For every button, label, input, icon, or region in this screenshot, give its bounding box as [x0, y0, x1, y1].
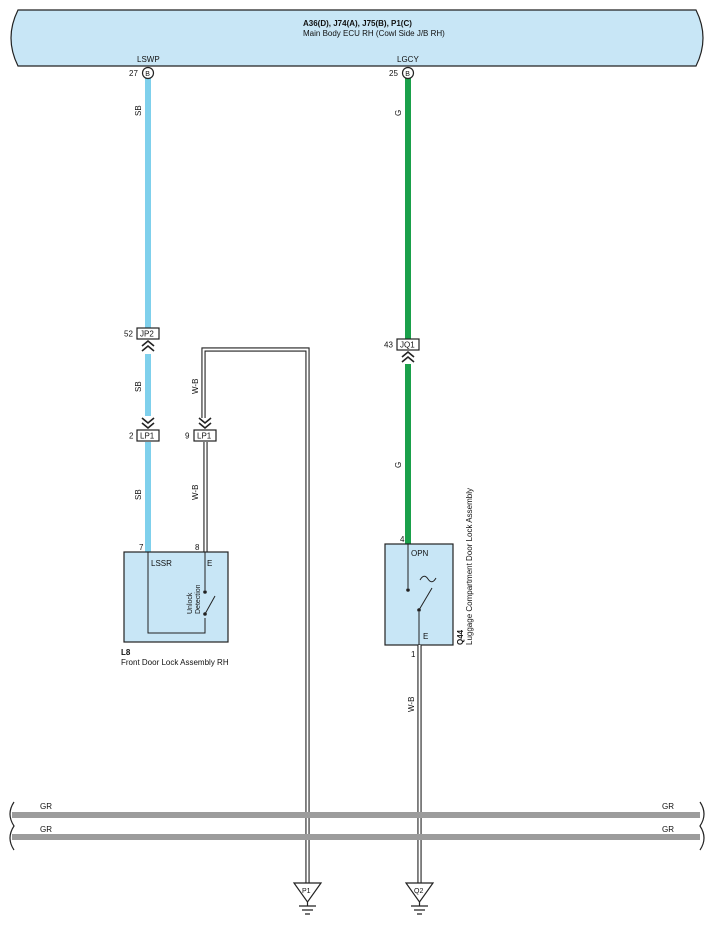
component-q44-name: Luggage Compartment Door Lock Assembly: [465, 488, 474, 645]
ecu-pin-27: B 27: [129, 66, 155, 80]
component-l8-pin-right: 8: [195, 543, 200, 552]
ground-p1-symbol: [299, 902, 316, 915]
gr-bus-right-break: [699, 801, 705, 851]
connector-lp1-pin2-label: LP1: [140, 432, 155, 441]
wire-wb-left-inner: [202, 348, 309, 883]
wire-sb-seg-3: [145, 442, 151, 552]
component-l8: 7 8 LSSR E Unlock Detection L8 Front Doo…: [121, 543, 229, 667]
wire-wb-label-1: W-B: [191, 379, 200, 394]
wire-sb-label-3: SB: [134, 489, 143, 500]
ground-p1-label: P1: [302, 888, 311, 895]
component-l8-switch-label-2: Detection: [195, 584, 202, 614]
wire-wb-left: W-B W-B: [191, 347, 310, 883]
connector-jq1-box: [396, 338, 420, 351]
connector-jp2-pin: 52: [124, 330, 133, 339]
gr-bus-label-left-1: GR: [40, 802, 52, 811]
ecu-pin-25-number: 25: [389, 69, 398, 78]
component-l8-terminal-right: E: [207, 559, 212, 568]
connector-jp2-box: [136, 327, 160, 340]
ground-q2-label: Q2: [414, 888, 423, 895]
component-q44: 4 OPN E 1 Q44 Luggage Compartment Door L…: [384, 488, 474, 659]
component-l8-pin-left: 7: [139, 543, 144, 552]
ecu-box: [10, 9, 704, 67]
component-l8-internal-wire: [147, 552, 206, 634]
gr-bus-label-right-1: GR: [662, 802, 674, 811]
connector-jq1-chevron: [401, 350, 415, 363]
connector-lp1-pin9-chevron: [198, 417, 212, 430]
component-q44-terminal-bottom: E: [423, 632, 428, 641]
wire-wb-label-3: W-B: [407, 697, 416, 712]
connector-lp1-pin9-pin: 9: [185, 432, 190, 441]
ground-q2: Q2: [404, 882, 435, 915]
component-q44-code: Q44: [456, 629, 465, 645]
connector-jq1: JQ1 43: [384, 338, 420, 363]
wire-sb-label-1: SB: [134, 105, 143, 116]
gr-bus-line-2: [12, 834, 700, 840]
wire-g-seg-1: [405, 78, 411, 339]
ground-q2-symbol: [411, 902, 428, 915]
ground-p1: P1: [292, 882, 323, 915]
connector-lp1-pin2-chevron: [141, 417, 155, 430]
ecu-pin-27-circle: [141, 66, 155, 80]
connector-lp1-pin2-box: [136, 429, 160, 442]
ecu-pin-27-number: 27: [129, 69, 138, 78]
connector-lp1-pin9: LP1 9: [185, 417, 217, 442]
component-l8-box: [123, 551, 229, 643]
wire-wb-label-2: W-B: [191, 485, 200, 500]
connector-jq1-pin: 43: [384, 341, 393, 350]
gr-bus-label-right-2: GR: [662, 825, 674, 834]
ecu-pin-25-circle: [401, 66, 415, 80]
component-l8-terminal-left: LSSR: [151, 559, 172, 568]
component-l8-switch-contact-top: [203, 590, 207, 594]
ecu-pin-lgcy-signal: LGCY: [397, 55, 419, 64]
wire-g-label-2: G: [394, 462, 403, 468]
component-q44-pin-top: 4: [400, 535, 405, 544]
ecu-pin-25: B 25: [389, 66, 415, 80]
ecu-connectors: A36(D), J74(A), J75(B), P1(C): [303, 19, 412, 28]
component-l8-switch-blade: [204, 595, 216, 615]
wire-wb-right: W-B: [407, 645, 422, 883]
component-l8-name: Front Door Lock Assembly RH: [121, 658, 229, 667]
gr-bus-label-left-2: GR: [40, 825, 52, 834]
ground-q2-triangle: [404, 882, 435, 904]
connector-lp1-pin9-box: [193, 429, 217, 442]
component-l8-switch-label-1: Unlock: [187, 592, 194, 614]
component-q44-switch-contact-top: [406, 588, 410, 592]
ecu-pin-lswp-signal: LSWP: [137, 55, 160, 64]
wire-sb-seg-2: [145, 354, 151, 416]
connector-jp2-chevron: [141, 339, 155, 352]
ecu-pin-27-code: B: [145, 71, 150, 78]
wire-g-label-1: G: [394, 110, 403, 116]
ecu-pin-25-code: B: [405, 71, 410, 78]
ground-p1-triangle: [292, 882, 323, 904]
connector-lp1-pin2: LP1 2: [129, 417, 160, 442]
component-q44-pin-bottom: 1: [411, 650, 416, 659]
gr-bus-left-break: [9, 801, 15, 851]
wire-g: G G: [394, 78, 411, 544]
connector-jq1-label: JQ1: [400, 341, 415, 350]
component-q44-wave-icon: [419, 575, 437, 583]
connector-jp2: JP2 52: [124, 327, 160, 352]
gr-bus-line-1: [12, 812, 700, 818]
gr-bus: GR GR GR GR: [9, 801, 705, 851]
component-q44-switch-blade: [418, 587, 433, 611]
ecu-block: A36(D), J74(A), J75(B), P1(C) Main Body …: [10, 9, 704, 67]
wire-g-seg-2: [405, 364, 411, 544]
connector-jp2-label: JP2: [140, 330, 154, 339]
wire-sb: SB SB SB: [134, 78, 151, 552]
ecu-name: Main Body ECU RH (Cowl Side J/B RH): [303, 29, 445, 38]
connector-lp1-pin2-pin: 2: [129, 432, 134, 441]
connector-lp1-pin9-label: LP1: [197, 432, 212, 441]
component-q44-terminal-top: OPN: [411, 549, 429, 558]
wire-sb-seg-1: [145, 78, 151, 328]
component-l8-code: L8: [121, 648, 131, 657]
wire-sb-label-2: SB: [134, 381, 143, 392]
